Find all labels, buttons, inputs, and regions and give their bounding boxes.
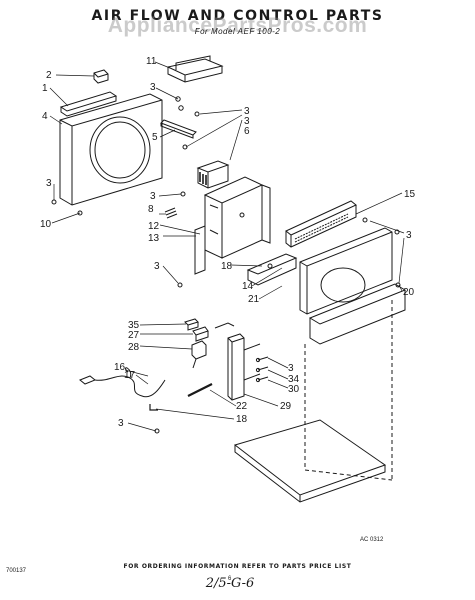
model-subtitle: For Model AEF 100-2 <box>194 27 281 36</box>
handwritten-note: 2/5-G-6 <box>205 576 255 591</box>
part-15-grille <box>285 200 357 248</box>
callout-4: 4 <box>42 111 48 122</box>
part-4-front-panel <box>59 93 163 206</box>
part-12-clip <box>164 207 178 219</box>
callout-10: 10 <box>40 219 52 230</box>
callout-27: 27 <box>128 330 140 341</box>
callout-15: 15 <box>404 189 416 200</box>
callout-6: 6 <box>244 126 250 137</box>
part-13-housing <box>194 176 271 275</box>
base-tray <box>233 419 387 503</box>
part-5-bar <box>160 119 197 139</box>
part-6-control-box <box>196 160 230 189</box>
part-35-switch <box>184 318 199 331</box>
footer-note: FOR ORDERING INFORMATION REFER TO PARTS … <box>123 563 352 570</box>
part-1-strip <box>59 91 118 117</box>
callout-14: 14 <box>242 281 254 292</box>
watermark: AppliancePartsPros.com <box>107 14 368 37</box>
callout-3-far-right: 3 <box>406 230 412 241</box>
part-22-rod <box>187 383 213 397</box>
callout-labels: 2 1 4 3 10 11 3 3 3 6 5 3 8 12 13 3 18 1… <box>40 56 416 429</box>
callout-21: 21 <box>248 294 260 305</box>
callout-8: 8 <box>148 204 154 215</box>
callout-3-left: 3 <box>46 178 52 189</box>
screws-part-3 <box>51 96 401 434</box>
part-27-switch <box>192 326 209 342</box>
callout-20: 20 <box>403 287 415 298</box>
part-11-bracket <box>166 55 224 83</box>
callout-2: 2 <box>46 70 52 81</box>
callout-19: 18 <box>221 261 233 272</box>
callout-35: 35 <box>128 320 140 331</box>
part-14-base-bracket <box>246 253 298 286</box>
callout-29: 29 <box>280 401 292 412</box>
doc-number: 700137 <box>6 568 27 574</box>
callout-22: 22 <box>236 401 248 412</box>
callout-3-right: 3 <box>244 106 250 117</box>
callout-5: 5 <box>152 132 158 143</box>
part-18-clamp <box>149 404 158 411</box>
part-29-control-bracket <box>214 322 261 401</box>
callout-30: 30 <box>288 384 300 395</box>
leader-lines <box>49 61 405 432</box>
callout-18: 18 <box>236 414 248 425</box>
callout-11: 11 <box>146 56 157 67</box>
page-title: AIR FLOW AND CONTROL PARTS <box>91 8 384 24</box>
callout-34: 34 <box>288 374 300 385</box>
callout-13: 13 <box>148 233 160 244</box>
part-30-34-screws <box>255 356 269 383</box>
callout-16: 16 <box>114 362 126 373</box>
callout-3-low: 3 <box>154 261 160 272</box>
page-number: 6 <box>228 576 232 582</box>
callout-28: 28 <box>128 342 140 353</box>
callout-3-bottom: 3 <box>118 418 124 429</box>
callout-3-mid: 3 <box>150 191 156 202</box>
cabinet-outline <box>304 300 393 481</box>
callout-3-ctrl: 3 <box>288 363 294 374</box>
callout-1: 1 <box>42 83 48 94</box>
part-2-block <box>93 69 109 84</box>
diagram-code: AC 0312 <box>360 537 384 543</box>
part-28-thermostat <box>191 340 207 369</box>
callout-3-top: 3 <box>150 82 156 93</box>
callout-12: 12 <box>148 221 160 232</box>
callout-17: 17 <box>124 370 136 381</box>
part-20-cabinet-base <box>299 227 407 345</box>
callout-3-right-2: 3 <box>244 116 250 127</box>
